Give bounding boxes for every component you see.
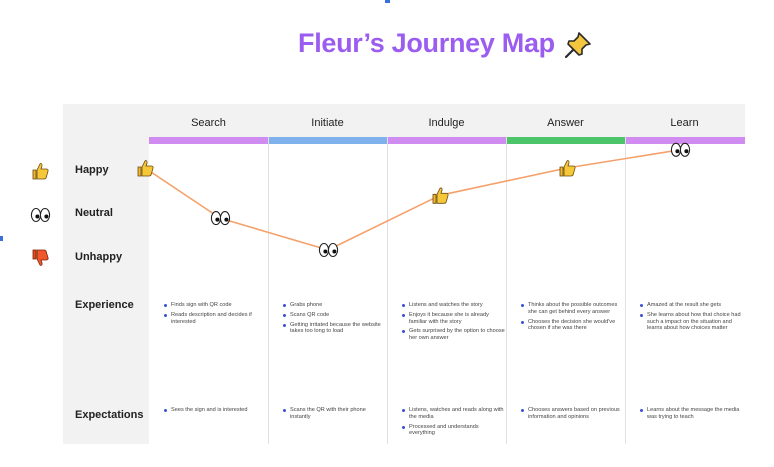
page-title: Fleur’s Journey Map xyxy=(298,28,555,58)
expectations-cell-learn: Learns about the message the media was t… xyxy=(638,407,743,424)
experience-item: Finds sign with QR code xyxy=(164,302,267,309)
stage-header-initiate: Initiate xyxy=(311,117,344,129)
experience-item: Getting irritated because the website ta… xyxy=(283,322,386,336)
edge-marker xyxy=(385,0,390,3)
expectations-cell-indulge: Listens, watches and reads along with th… xyxy=(400,407,505,440)
expectations-item: Learns about the message the media was t… xyxy=(640,407,743,421)
experience-item: Reads description and decides if interes… xyxy=(164,312,267,326)
edge-marker xyxy=(0,236,3,241)
experience-cell-answer: Thinks about the possible outcomes she c… xyxy=(519,302,624,335)
expectations-cell-search: Sees the sign and is interested xyxy=(162,407,267,417)
thumbs-up-icon xyxy=(32,163,49,180)
row-label-expectations: Expectations xyxy=(75,409,144,421)
journey-grid xyxy=(149,137,745,444)
eyes-icon xyxy=(30,207,51,223)
stage-header-answer: Answer xyxy=(547,117,584,129)
stage-bar-learn xyxy=(625,137,745,144)
stage-bar-search xyxy=(149,137,268,144)
column-divider xyxy=(387,137,388,444)
row-label-happy: Happy xyxy=(75,164,109,176)
experience-item: Enjoys it because she is already familia… xyxy=(402,312,505,326)
curve-eyes-icon xyxy=(318,242,339,258)
experience-item: Listens and watches the story xyxy=(402,302,505,309)
column-divider xyxy=(268,137,269,444)
experience-item: She learns about how that choice had suc… xyxy=(640,312,743,332)
expectations-cell-initiate: Scans the QR with their phone instantly xyxy=(281,407,386,424)
stage-bar-answer xyxy=(506,137,625,144)
curve-thumbs-up-icon xyxy=(137,160,154,177)
column-divider xyxy=(625,137,626,444)
experience-item: Grabs phone xyxy=(283,302,386,309)
expectations-item: Scans the QR with their phone instantly xyxy=(283,407,386,421)
stage-header-indulge: Indulge xyxy=(428,117,465,129)
experience-item: Thinks about the possible outcomes she c… xyxy=(521,302,624,316)
thumbs-down-icon xyxy=(32,249,49,266)
experience-item: Scans QR code xyxy=(283,312,386,319)
expectations-item: Chooses answers based on previous inform… xyxy=(521,407,624,421)
stage-bar-initiate xyxy=(268,137,387,144)
row-label-experience: Experience xyxy=(75,299,134,311)
row-label-neutral: Neutral xyxy=(75,207,113,219)
stage-header-search: Search xyxy=(191,117,226,129)
expectations-item: Listens, watches and reads along with th… xyxy=(402,407,504,420)
experience-item: Amazed at the result she gets xyxy=(640,302,743,309)
row-label-unhappy: Unhappy xyxy=(75,251,123,263)
experience-item: Gets surprised by the option to choose h… xyxy=(402,328,505,342)
expectations-item: Processed and understands everything xyxy=(402,424,505,438)
column-divider xyxy=(506,137,507,444)
expectations-cell-answer: Chooses answers based on previous inform… xyxy=(519,407,624,424)
curve-eyes-icon xyxy=(670,142,691,157)
curve-thumbs-up-icon xyxy=(559,160,576,177)
stage-bar-indulge xyxy=(387,137,506,144)
stage-header-learn: Learn xyxy=(670,117,699,129)
pushpin-icon xyxy=(564,32,591,59)
curve-eyes-icon xyxy=(210,211,231,226)
experience-item: Chooses the decision she would've chosen… xyxy=(521,319,624,333)
expectations-item: Sees the sign and is interested xyxy=(164,407,267,414)
curve-thumbs-up-icon xyxy=(432,187,449,204)
